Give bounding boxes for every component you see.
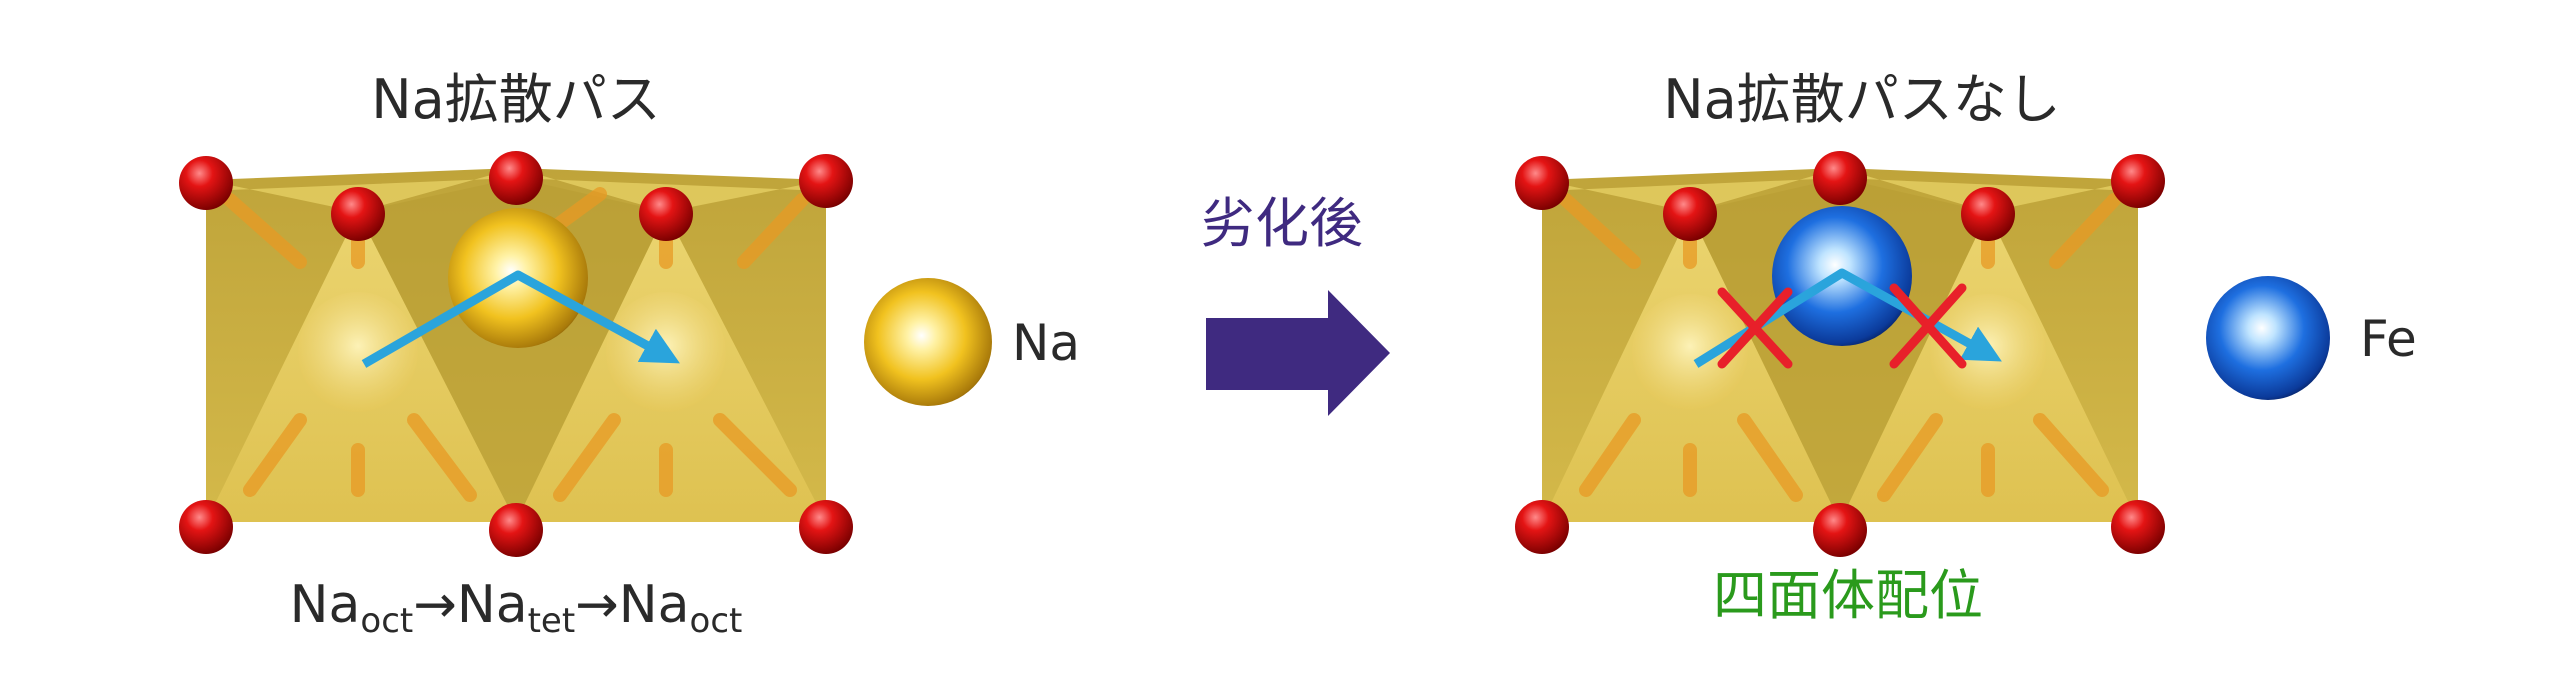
path-site-3-sub: oct <box>690 601 743 641</box>
right-bond <box>1579 413 1641 497</box>
path-site-1-sub: oct <box>360 601 413 641</box>
path-arrow-2: → <box>575 575 619 635</box>
right-bonds <box>1559 193 2121 502</box>
left-oxygen-atoms <box>179 151 853 557</box>
oxygen-atom-icon <box>799 154 853 208</box>
left-bonds <box>223 187 809 502</box>
left-bond <box>737 193 809 269</box>
path-site-2: Na <box>457 575 528 635</box>
path-site-3: Na <box>619 575 690 635</box>
right-bond <box>2033 413 2109 497</box>
left-bond <box>407 413 477 502</box>
right-bond <box>2049 193 2121 269</box>
right-ghost-na-site <box>1632 294 1748 410</box>
diffusion-arrow-icon <box>361 270 680 368</box>
oxygen-atom-icon <box>1515 156 1569 210</box>
sodium-atom-icon <box>864 278 992 406</box>
right-arrow-icon <box>1206 290 1390 416</box>
oxygen-atom-icon <box>799 500 853 554</box>
left-center-wedge <box>358 178 666 522</box>
transition-label: 劣化後 <box>1201 192 1363 255</box>
oxygen-atom-icon <box>489 503 543 557</box>
oxygen-atom-icon <box>1663 187 1717 241</box>
fe-legend-label: Fe <box>2360 310 2417 368</box>
oxygen-atom-icon <box>331 187 385 241</box>
left-bond <box>243 413 307 497</box>
right-bond <box>1737 413 1803 502</box>
oxygen-atom-icon <box>639 187 693 241</box>
fe-legend: Fe <box>2206 276 2417 400</box>
blocked-cross-icon <box>1717 287 1793 369</box>
left-bond <box>713 413 797 497</box>
left-structure <box>179 151 853 557</box>
left-bond <box>223 193 307 269</box>
oxygen-atom-icon <box>1813 151 1867 205</box>
left-path-label: Naoct→Natet→Naoct <box>290 575 743 641</box>
oxygen-atom-icon <box>1813 503 1867 557</box>
path-site-1: Na <box>290 575 361 635</box>
left-bond <box>553 413 621 502</box>
oxygen-atom-icon <box>179 156 233 210</box>
right-panel-title: Na拡散パスなし <box>1663 68 2061 131</box>
oxygen-atom-icon <box>1961 187 2015 241</box>
oxygen-atom-icon <box>1515 500 1569 554</box>
iron-atom-icon <box>2206 276 2330 400</box>
right-bond <box>1559 193 1641 269</box>
blocked-cross-icon <box>1889 283 1967 369</box>
oxygen-atom-icon <box>489 151 543 205</box>
right-center-wedge <box>1690 178 1988 522</box>
left-ghost-na-site <box>298 292 418 412</box>
right-bond <box>1877 413 1943 502</box>
na-legend: Na <box>864 278 1080 406</box>
oxygen-atom-icon <box>2111 154 2165 208</box>
right-oxygen-atoms <box>1515 151 2165 557</box>
left-panel-title: Na拡散パス <box>371 68 661 131</box>
path-site-2-sub: tet <box>528 601 576 641</box>
oxygen-atom-icon <box>2111 500 2165 554</box>
right-panel-caption: 四面体配位 <box>1713 564 1983 627</box>
oxygen-atom-icon <box>179 500 233 554</box>
na-legend-label: Na <box>1012 314 1080 372</box>
path-arrow-1: → <box>413 575 457 635</box>
right-structure <box>1515 151 2165 557</box>
